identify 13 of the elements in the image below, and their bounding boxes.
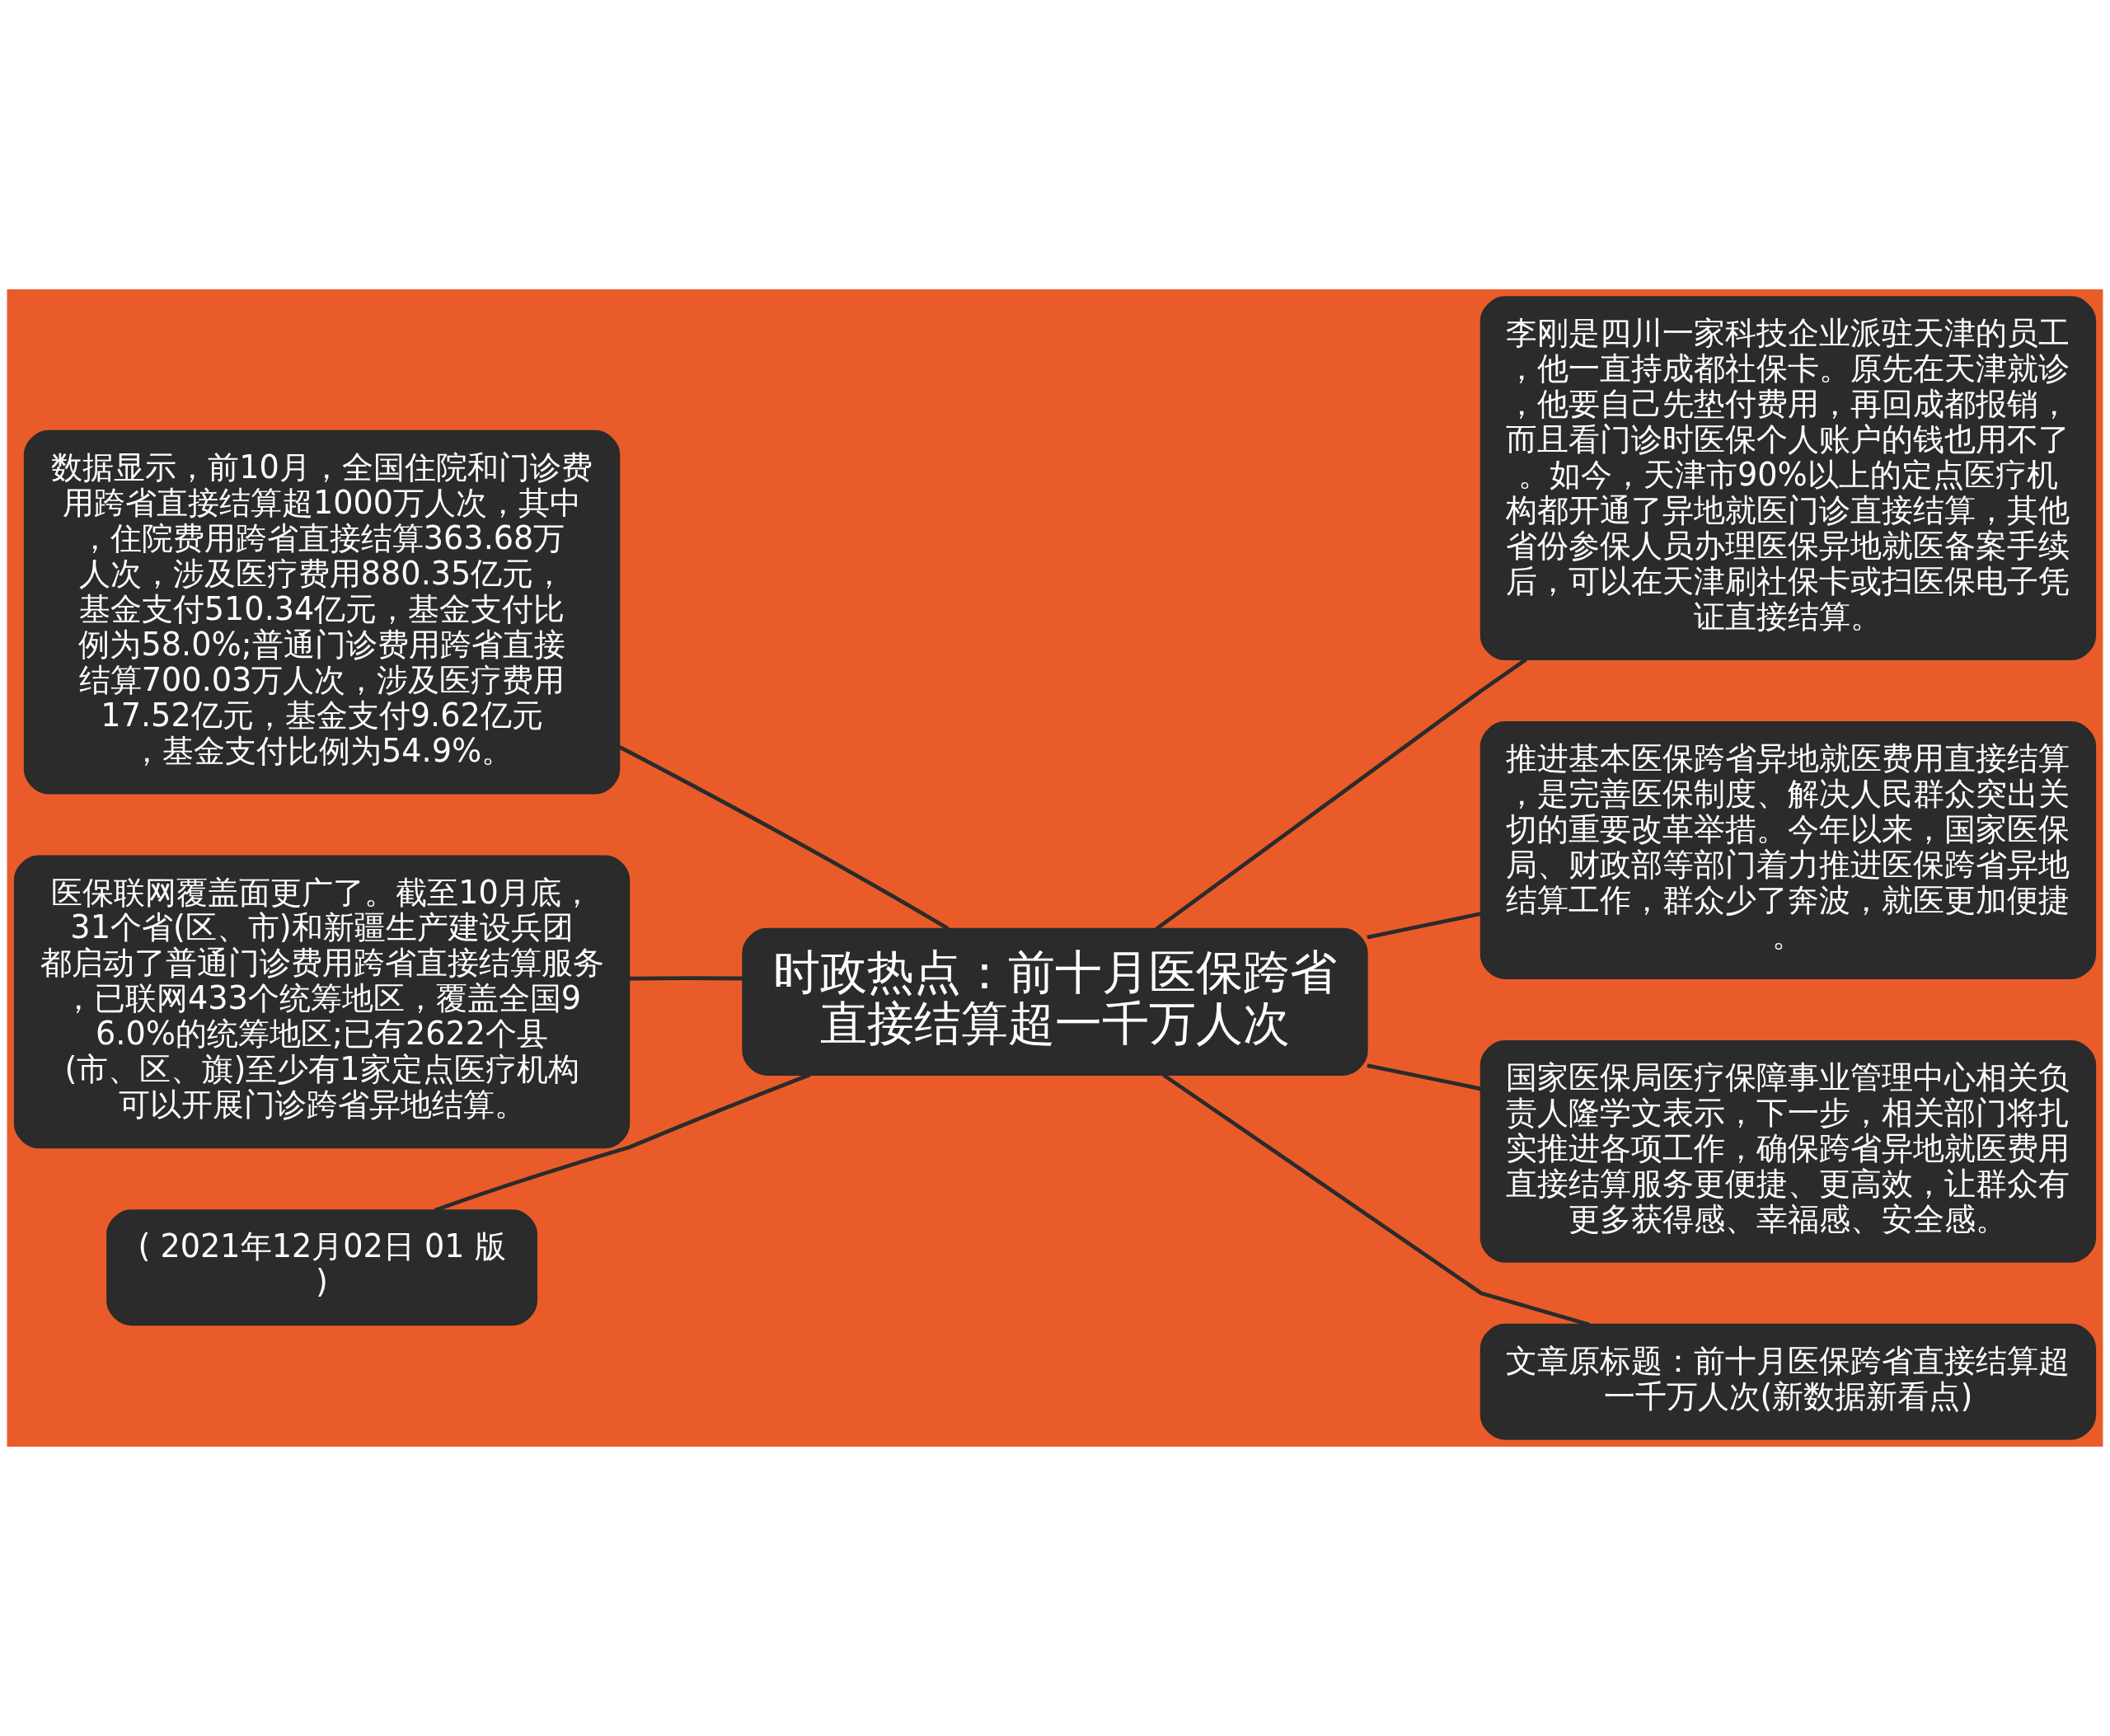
node-box: 时政热点：前十月医保跨省直接结算超一千万人次 (742, 927, 1368, 1076)
connector (629, 976, 743, 981)
node-box: 医保联网覆盖面更广了。截至10月底，31个省(区、市)和新疆生产建设兵团都启动了普通门诊费用跨省直接结算服务，已联网433个统筹地区，覆盖全国96.0%的统筹地区;已有2622个县(市、区、旗)至少有1家定点医疗机构可以开展门诊跨省异地结算。 (13, 855, 631, 1149)
connector (1367, 912, 1482, 940)
node-box: 文章原标题：前十月医保跨省直接结算超一千万人次(新数据新看点) (1479, 1323, 2097, 1440)
node-box: 国家医保局医疗保障事业管理中心相关负责人隆学文表示，下一步，相关部门将扎实推进各项工作，确保跨省异地就医费用直接结算服务更便捷、更高效，让群众有更多获得感、幸福感、安全感。 (1479, 1039, 2097, 1263)
node-box: ( 2021年12月02日 01 版) (106, 1209, 538, 1326)
connector (1155, 658, 1527, 931)
node-box: 推进基本医保跨省异地就医费用直接结算，是完善医保制度、解决人民群众突出关切的重要改革举措。今年以来，国家医保局、财政部等部门着力推进医保跨省异地结算工作，群众少了奔波，就医更加便捷。 (1479, 721, 2097, 979)
node-box: 李刚是四川一家科技企业派驻天津的员工，他一直持成都社保卡。原先在天津就诊，他要自己先垫付费用，再回成都报销，而且看门诊时医保个人账户的钱也用不了。如今，天津市90%以上的定点医疗机构都开通了异地就医门诊直接结算，其他省份参保人员办理医保异地就医备案手续后，可以在天津刷社保卡或扫医保电子凭证直接结算。 (1479, 296, 2097, 661)
connector (1367, 1063, 1482, 1091)
node-box: 数据显示，前10月，全国住院和门诊费用跨省直接结算超1000万人次，其中，住院费用跨省直接结算363.68万人次，涉及医疗费用880.35亿元，基金支付510.34亿元，基金支付比例为58.0%;普通门诊费用跨省直接结算700.03万人次，涉及医疗费用17.52亿元，基金支付9.62亿元，基金支付比例为54.9%。 (23, 429, 621, 795)
connector (618, 744, 950, 931)
